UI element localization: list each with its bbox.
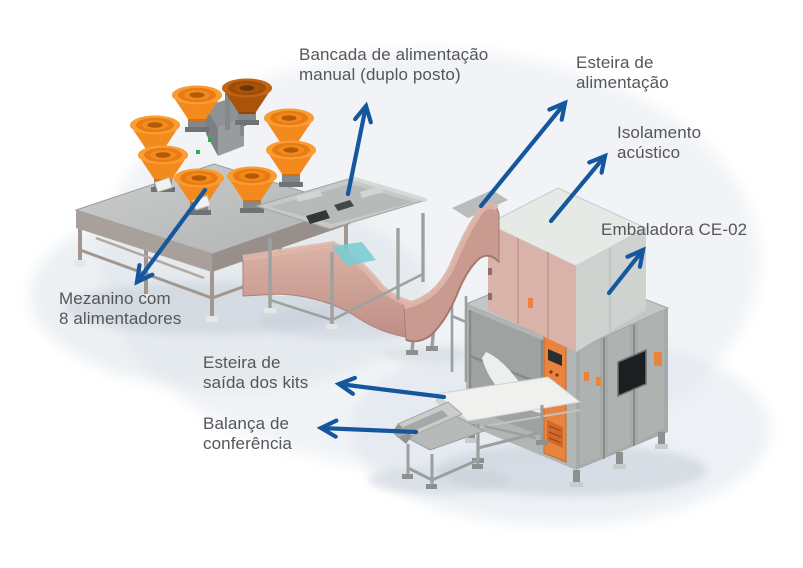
infeed-conveyor-run — [242, 240, 413, 339]
arrow-bancada-manual — [345, 101, 373, 197]
arrow-esteira-alimentacao — [478, 99, 568, 209]
checkweigher-frame — [406, 436, 480, 486]
annotation-arrows — [134, 99, 646, 439]
bench-hopper — [306, 210, 330, 224]
vent-grille — [617, 348, 647, 398]
infeed-conveyor-arch — [403, 202, 500, 343]
door-latch — [654, 352, 662, 366]
bench-legs — [268, 213, 425, 326]
arrow-isolamento-acustico — [548, 152, 608, 224]
label-balanca: Balança de conferência — [203, 414, 292, 453]
label-mezanino: Mezanino com 8 alimentadores — [59, 289, 182, 328]
arrow-esteira-saida — [334, 375, 447, 400]
label-esteira-saida: Esteira de saída dos kits — [203, 353, 309, 392]
label-bancada-manual: Bancada de alimentação manual (duplo pos… — [299, 45, 489, 84]
label-isolamento-acustico: Isolamento acústico — [617, 123, 702, 162]
arrow-mezanino — [134, 187, 208, 286]
mezzanine-feeder-platform — [74, 78, 352, 322]
arrow-embaladora — [606, 246, 646, 296]
arrow-balanca — [316, 418, 419, 439]
label-esteira-alimentacao: Esteira de alimentação — [576, 53, 669, 92]
bench-hopper — [334, 200, 354, 211]
enclosure-handle — [528, 298, 533, 308]
manual-feeding-bench — [254, 176, 428, 329]
label-embaladora: Embaladora CE-02 — [601, 220, 748, 239]
